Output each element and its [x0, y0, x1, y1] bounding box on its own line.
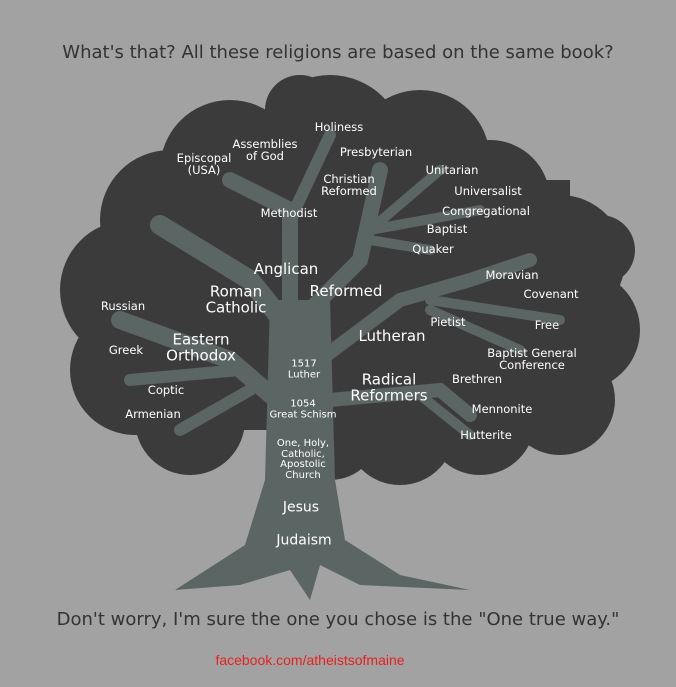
label-presbyterian: Presbyterian — [339, 144, 413, 159]
label-covenant: Covenant — [523, 286, 579, 301]
label-unitarian: Unitarian — [425, 162, 479, 177]
label-free: Free — [534, 317, 560, 332]
label-episcopal: Episcopal (USA) — [176, 150, 232, 177]
label-roman-catholic: Roman Catholic — [205, 282, 267, 316]
label-methodist: Methodist — [260, 205, 318, 220]
label-christian-reformed: Christian Reformed — [321, 171, 377, 198]
label-holiness: Holiness — [314, 119, 364, 134]
label-hutterite: Hutterite — [460, 427, 512, 442]
label-mennonite: Mennonite — [471, 401, 533, 416]
label-universalist: Universalist — [454, 183, 522, 198]
label-eastern-orthodox: Eastern Orthodox — [166, 330, 236, 364]
label-lutheran: Lutheran — [358, 327, 426, 346]
label-great-schism-1054: 1054 Great Schism — [269, 398, 337, 420]
facebook-link[interactable]: facebook.com/atheistsofmaine — [215, 652, 405, 668]
question-caption: What's that? All these religions are bas… — [62, 42, 614, 63]
label-luther-1517: 1517 Luther — [287, 358, 321, 380]
label-greek: Greek — [108, 342, 144, 357]
label-russian: Russian — [100, 298, 146, 313]
label-coptic: Coptic — [147, 382, 185, 397]
label-jesus: Jesus — [282, 499, 320, 516]
label-congregational: Congregational — [442, 203, 530, 218]
label-moravian: Moravian — [485, 267, 539, 282]
label-reformed: Reformed — [309, 282, 383, 301]
label-armenian: Armenian — [125, 406, 181, 421]
label-baptist: Baptist — [426, 221, 468, 236]
label-pietist: Pietist — [430, 314, 466, 329]
label-radical-reformers: Radical Reformers — [350, 370, 428, 404]
punchline-caption: Don't worry, I'm sure the one you chose … — [56, 609, 620, 630]
label-quaker: Quaker — [412, 241, 454, 256]
label-brethren: Brethren — [451, 371, 503, 386]
label-baptist-general-conference: Baptist General Conference — [487, 345, 577, 372]
label-anglican: Anglican — [253, 260, 319, 279]
label-assemblies-of-god: Assemblies of God — [232, 136, 298, 163]
label-apostolic-church: One, Holy, Catholic, Apostolic Church — [276, 438, 330, 481]
label-judaism: Judaism — [276, 532, 332, 549]
tree-trunk — [175, 300, 470, 600]
